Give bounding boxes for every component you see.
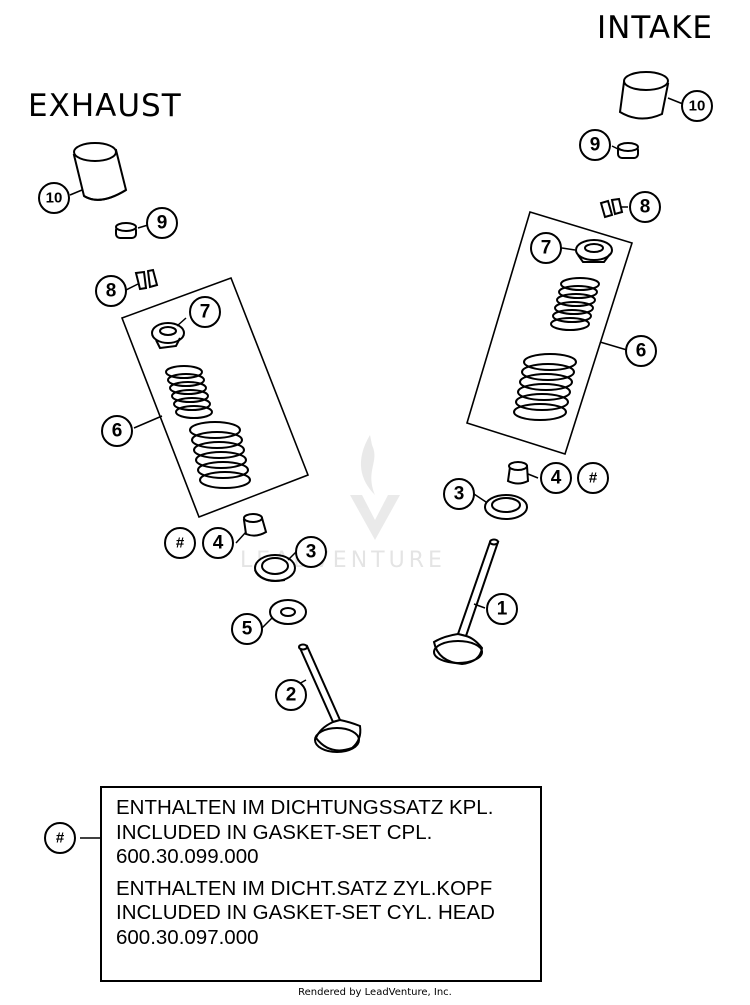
callout-circle-1-intake [486, 593, 518, 625]
intake-valve-springs [513, 277, 600, 421]
exhaust-label: EXHAUST [28, 88, 182, 124]
callout-circle-8-exhaust [95, 275, 127, 307]
callout-hash-legend: # [56, 830, 65, 847]
callout-circle-7-exhaust [189, 296, 221, 328]
callout-circle-8-intake [629, 191, 661, 223]
note-line-1: ENTHALTEN IM DICHTUNGSSATZ KPL. [116, 796, 494, 819]
exhaust-shim [115, 222, 137, 239]
exhaust-inner-spring [165, 365, 213, 419]
callout-7-exhaust: 7 [200, 302, 211, 323]
callout-hash-exhaust: # [176, 535, 185, 552]
note-part-number-2: 600.30.097.000 [116, 925, 259, 949]
exhaust-bucket-tappet [72, 142, 128, 201]
exhaust-spring-retainer [151, 322, 185, 350]
note-part-number-1: 600.30.099.000 [116, 845, 259, 868]
intake-spring-seat [484, 494, 528, 520]
callout-1-intake: 1 [497, 599, 508, 620]
intake-stem-seal [506, 461, 530, 485]
exhaust-valve-springs [165, 365, 251, 489]
intake-shim [617, 142, 639, 159]
exhaust-valve-keepers [134, 268, 159, 291]
intake-label: INTAKE [597, 10, 713, 46]
callout-circle-9-exhaust [146, 207, 178, 239]
callout-circle-3-intake [443, 478, 475, 510]
intake-outer-spring [513, 353, 577, 421]
callout-circle-10-intake [681, 90, 713, 122]
note-line-2: INCLUDED IN GASKET-SET CPL. [116, 820, 433, 844]
exhaust-outer-spring [189, 421, 251, 489]
footer-credit: Rendered by LeadVenture, Inc. [298, 987, 452, 998]
callout-circle-7-intake [530, 232, 562, 264]
callout-circle-hash-intake [577, 462, 609, 494]
exhaust-spring-seat [254, 554, 296, 582]
exhaust-washer [269, 599, 307, 625]
callout-5-exhaust: 5 [242, 619, 253, 640]
note-line-4: ENTHALTEN IM DICHT.SATZ ZYL.KOPF [116, 876, 493, 900]
callout-hash-intake: # [589, 470, 598, 487]
exhaust-stem-seal [242, 513, 268, 537]
callout-2-exhaust: 2 [286, 685, 297, 706]
exhaust-spring-box [120, 276, 310, 519]
callout-8-intake: 8 [640, 197, 651, 218]
callout-circle-10-exhaust [38, 182, 70, 214]
intake-valve-keepers [599, 197, 624, 219]
callout-6-exhaust: 6 [112, 421, 123, 442]
intake-spring-retainer [575, 239, 613, 263]
callout-circle-5-exhaust [231, 613, 263, 645]
callout-4-exhaust: 4 [213, 533, 224, 554]
note-line-5: INCLUDED IN GASKET-SET CYL. HEAD [116, 901, 495, 924]
callout-6-intake: 6 [636, 341, 647, 362]
callout-circle-2-exhaust [275, 679, 307, 711]
intake-inner-spring [550, 277, 600, 331]
callout-circle-hash-exhaust [164, 527, 196, 559]
intake-valve [432, 538, 500, 666]
callout-circle-4-intake [540, 462, 572, 494]
gasket-set-note: ENTHALTEN IM DICHTUNGSSATZ KPL. INCLUDED… [100, 786, 542, 982]
callout-3-exhaust: 3 [306, 542, 317, 563]
callout-circle-hash-legend [44, 822, 76, 854]
callout-8-exhaust: 8 [106, 281, 117, 302]
callout-3-intake: 3 [454, 484, 465, 505]
callout-circle-9-intake [579, 129, 611, 161]
callout-circle-6-exhaust [101, 415, 133, 447]
intake-spring-box [466, 211, 634, 456]
callout-circle-3-exhaust [295, 536, 327, 568]
intake-bucket-tappet [618, 71, 670, 120]
callout-circle-6-intake [625, 335, 657, 367]
callout-10-exhaust: 10 [46, 190, 63, 207]
watermark-logo [350, 435, 400, 540]
callout-7-intake: 7 [541, 238, 552, 259]
exhaust-valve [298, 643, 362, 753]
callout-circle-4-exhaust [202, 527, 234, 559]
callout-4-intake: 4 [551, 468, 562, 489]
callout-9-exhaust: 9 [157, 213, 168, 234]
callout-10-intake: 10 [689, 98, 706, 115]
callout-9-intake: 9 [590, 135, 601, 156]
